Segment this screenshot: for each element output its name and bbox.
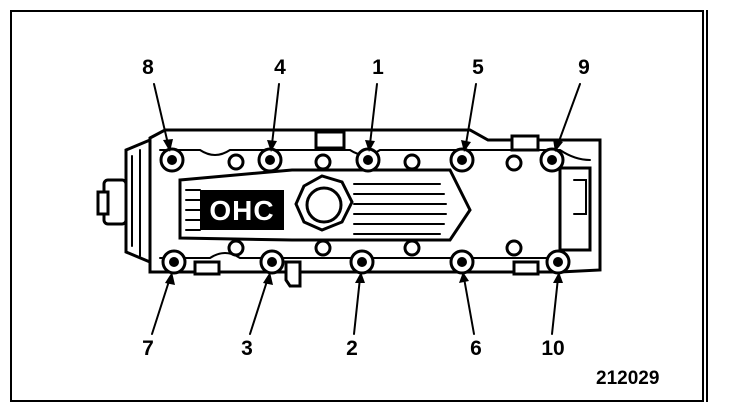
bolt-4 (257, 147, 283, 173)
right-margin-rule (706, 10, 708, 402)
callout-4: 4 (274, 56, 286, 79)
bolt-3 (259, 249, 285, 275)
callout-6: 6 (470, 337, 482, 360)
callout-7: 7 (142, 337, 154, 360)
bolt-10 (545, 249, 571, 275)
ohc-cover-label: OHC (209, 195, 274, 226)
callout-5: 5 (472, 56, 484, 79)
auxiliary-bosses (227, 153, 523, 257)
ribbed-cover: OHC (178, 168, 472, 242)
callout-9: 9 (578, 56, 590, 79)
callout-10: 10 (541, 337, 564, 360)
front-pulley-boss (96, 137, 152, 265)
callout-3: 3 (241, 337, 253, 360)
callout-8: 8 (142, 56, 154, 79)
callout-2: 2 (346, 337, 358, 360)
callout-1: 1 (372, 56, 384, 79)
bolt-6 (449, 249, 475, 275)
figure-frame (10, 10, 704, 402)
bolt-1 (355, 147, 381, 173)
leader-arrows (151, 83, 581, 335)
bolt-7 (161, 249, 187, 275)
bolt-9 (539, 147, 565, 173)
bolt-2 (349, 249, 375, 275)
figure-id: 212029 (596, 368, 660, 389)
bolt-8 (159, 147, 185, 173)
bolt-5 (449, 147, 475, 173)
callout-labels: 8 4 1 5 9 7 3 2 6 10 (142, 56, 590, 360)
housing-bolts (159, 147, 571, 275)
